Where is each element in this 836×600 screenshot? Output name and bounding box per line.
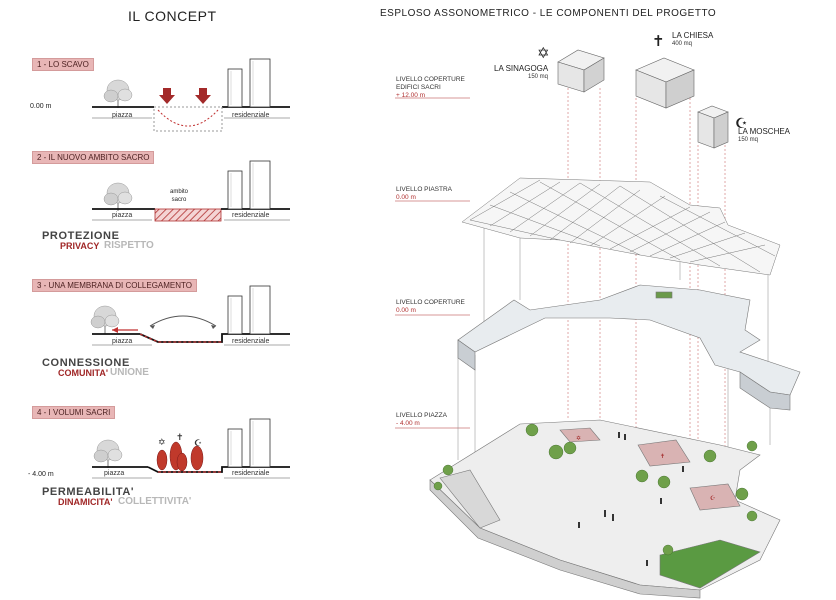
piazza-label: piazza: [112, 338, 133, 345]
residenziale-label: residenziale: [232, 112, 270, 119]
section-3-membrana: [90, 285, 290, 346]
level-piastra: LIVELLO PIASTRA: [396, 186, 452, 193]
svg-text:✝: ✝: [660, 453, 665, 460]
exploded-title: ESPLOSO ASSONOMETRICO - LE COMPONENTI DE…: [380, 8, 717, 19]
keyword-main: PROTEZIONE: [42, 230, 120, 242]
step-4-tag: 4 - I VOLUMI SACRI: [32, 406, 116, 419]
mosque-name: LA MOSCHEA: [738, 127, 791, 136]
keyword-red: PRIVACY: [60, 241, 100, 251]
step-1-tag: 1 - LO SCAVO: [32, 58, 94, 71]
level-label: - 4.00 m: [28, 471, 54, 478]
synagogue-volume: [557, 49, 605, 93]
residenziale-label: residenziale: [232, 470, 270, 477]
keyword-red: COMUNITA': [58, 368, 108, 378]
mosque-area: 150 mq: [738, 137, 759, 143]
crescent-icon: ☪: [735, 115, 748, 131]
star-of-david-icon: ✡: [537, 45, 550, 62]
step-3-tag: 3 - UNA MEMBRANA DI COLLEGAMENTO: [32, 279, 197, 292]
level-piazza-value: - 4.00 m: [396, 420, 420, 427]
piazza-label: piazza: [104, 470, 125, 477]
piazza-level: [429, 419, 781, 599]
church-volume: [635, 57, 695, 109]
section-1-lo-scavo: [92, 58, 290, 132]
svg-text:☪: ☪: [710, 495, 715, 502]
mosque-volume: [697, 105, 729, 149]
level-roof-sacred: LIVELLO COPERTURE EDIFICI SACRI: [396, 76, 465, 91]
synagogue-area: 150 mq: [528, 74, 549, 80]
level-piastra-value: 0.00 m: [396, 194, 416, 201]
concept-title: IL CONCEPT: [128, 8, 217, 24]
keyword-red: DINAMICITA': [58, 497, 113, 507]
keyword-gray: UNIONE: [110, 367, 149, 378]
keyword-gray: RISPETTO: [104, 240, 154, 251]
crescent-icon: ☪: [194, 438, 202, 448]
level-roof-sacred-value: + 12.00 m: [396, 92, 426, 99]
level-coperture: LIVELLO COPERTURE: [396, 299, 465, 306]
piazza-label: piazza: [112, 112, 133, 119]
residenziale-label: residenziale: [232, 338, 270, 345]
cross-icon: ✝: [176, 432, 184, 442]
level-coperture-value: 0.00 m: [396, 307, 416, 314]
cross-icon: ✝: [652, 33, 665, 50]
level-piazza: LIVELLO PIAZZA: [396, 412, 447, 419]
star-of-david-icon: ✡: [158, 437, 166, 447]
piazza-label: piazza: [112, 212, 133, 219]
keyword-gray: COLLETTIVITA': [118, 496, 192, 507]
svg-text:✡: ✡: [576, 435, 581, 442]
section-4-volumi-sacri: ✡ ✝ ☪: [92, 418, 290, 479]
step-2-tag: 2 - IL NUOVO AMBITO SACRO: [32, 151, 155, 164]
keyword-main: PERMEABILITA': [42, 486, 135, 498]
section-2-ambito-sacro: [92, 160, 290, 222]
church-name: LA CHIESA: [672, 31, 714, 40]
roof-space-frame: [461, 177, 781, 276]
keyword-main: CONNESSIONE: [42, 357, 130, 369]
ambito-sacro-label: ambito sacro: [170, 189, 189, 203]
membrane-level: [457, 284, 801, 411]
synagogue-name: LA SINAGOGA: [494, 64, 549, 73]
church-area: 400 mq: [672, 41, 693, 47]
residenziale-label: residenziale: [232, 212, 270, 219]
level-label: 0.00 m: [30, 103, 52, 110]
